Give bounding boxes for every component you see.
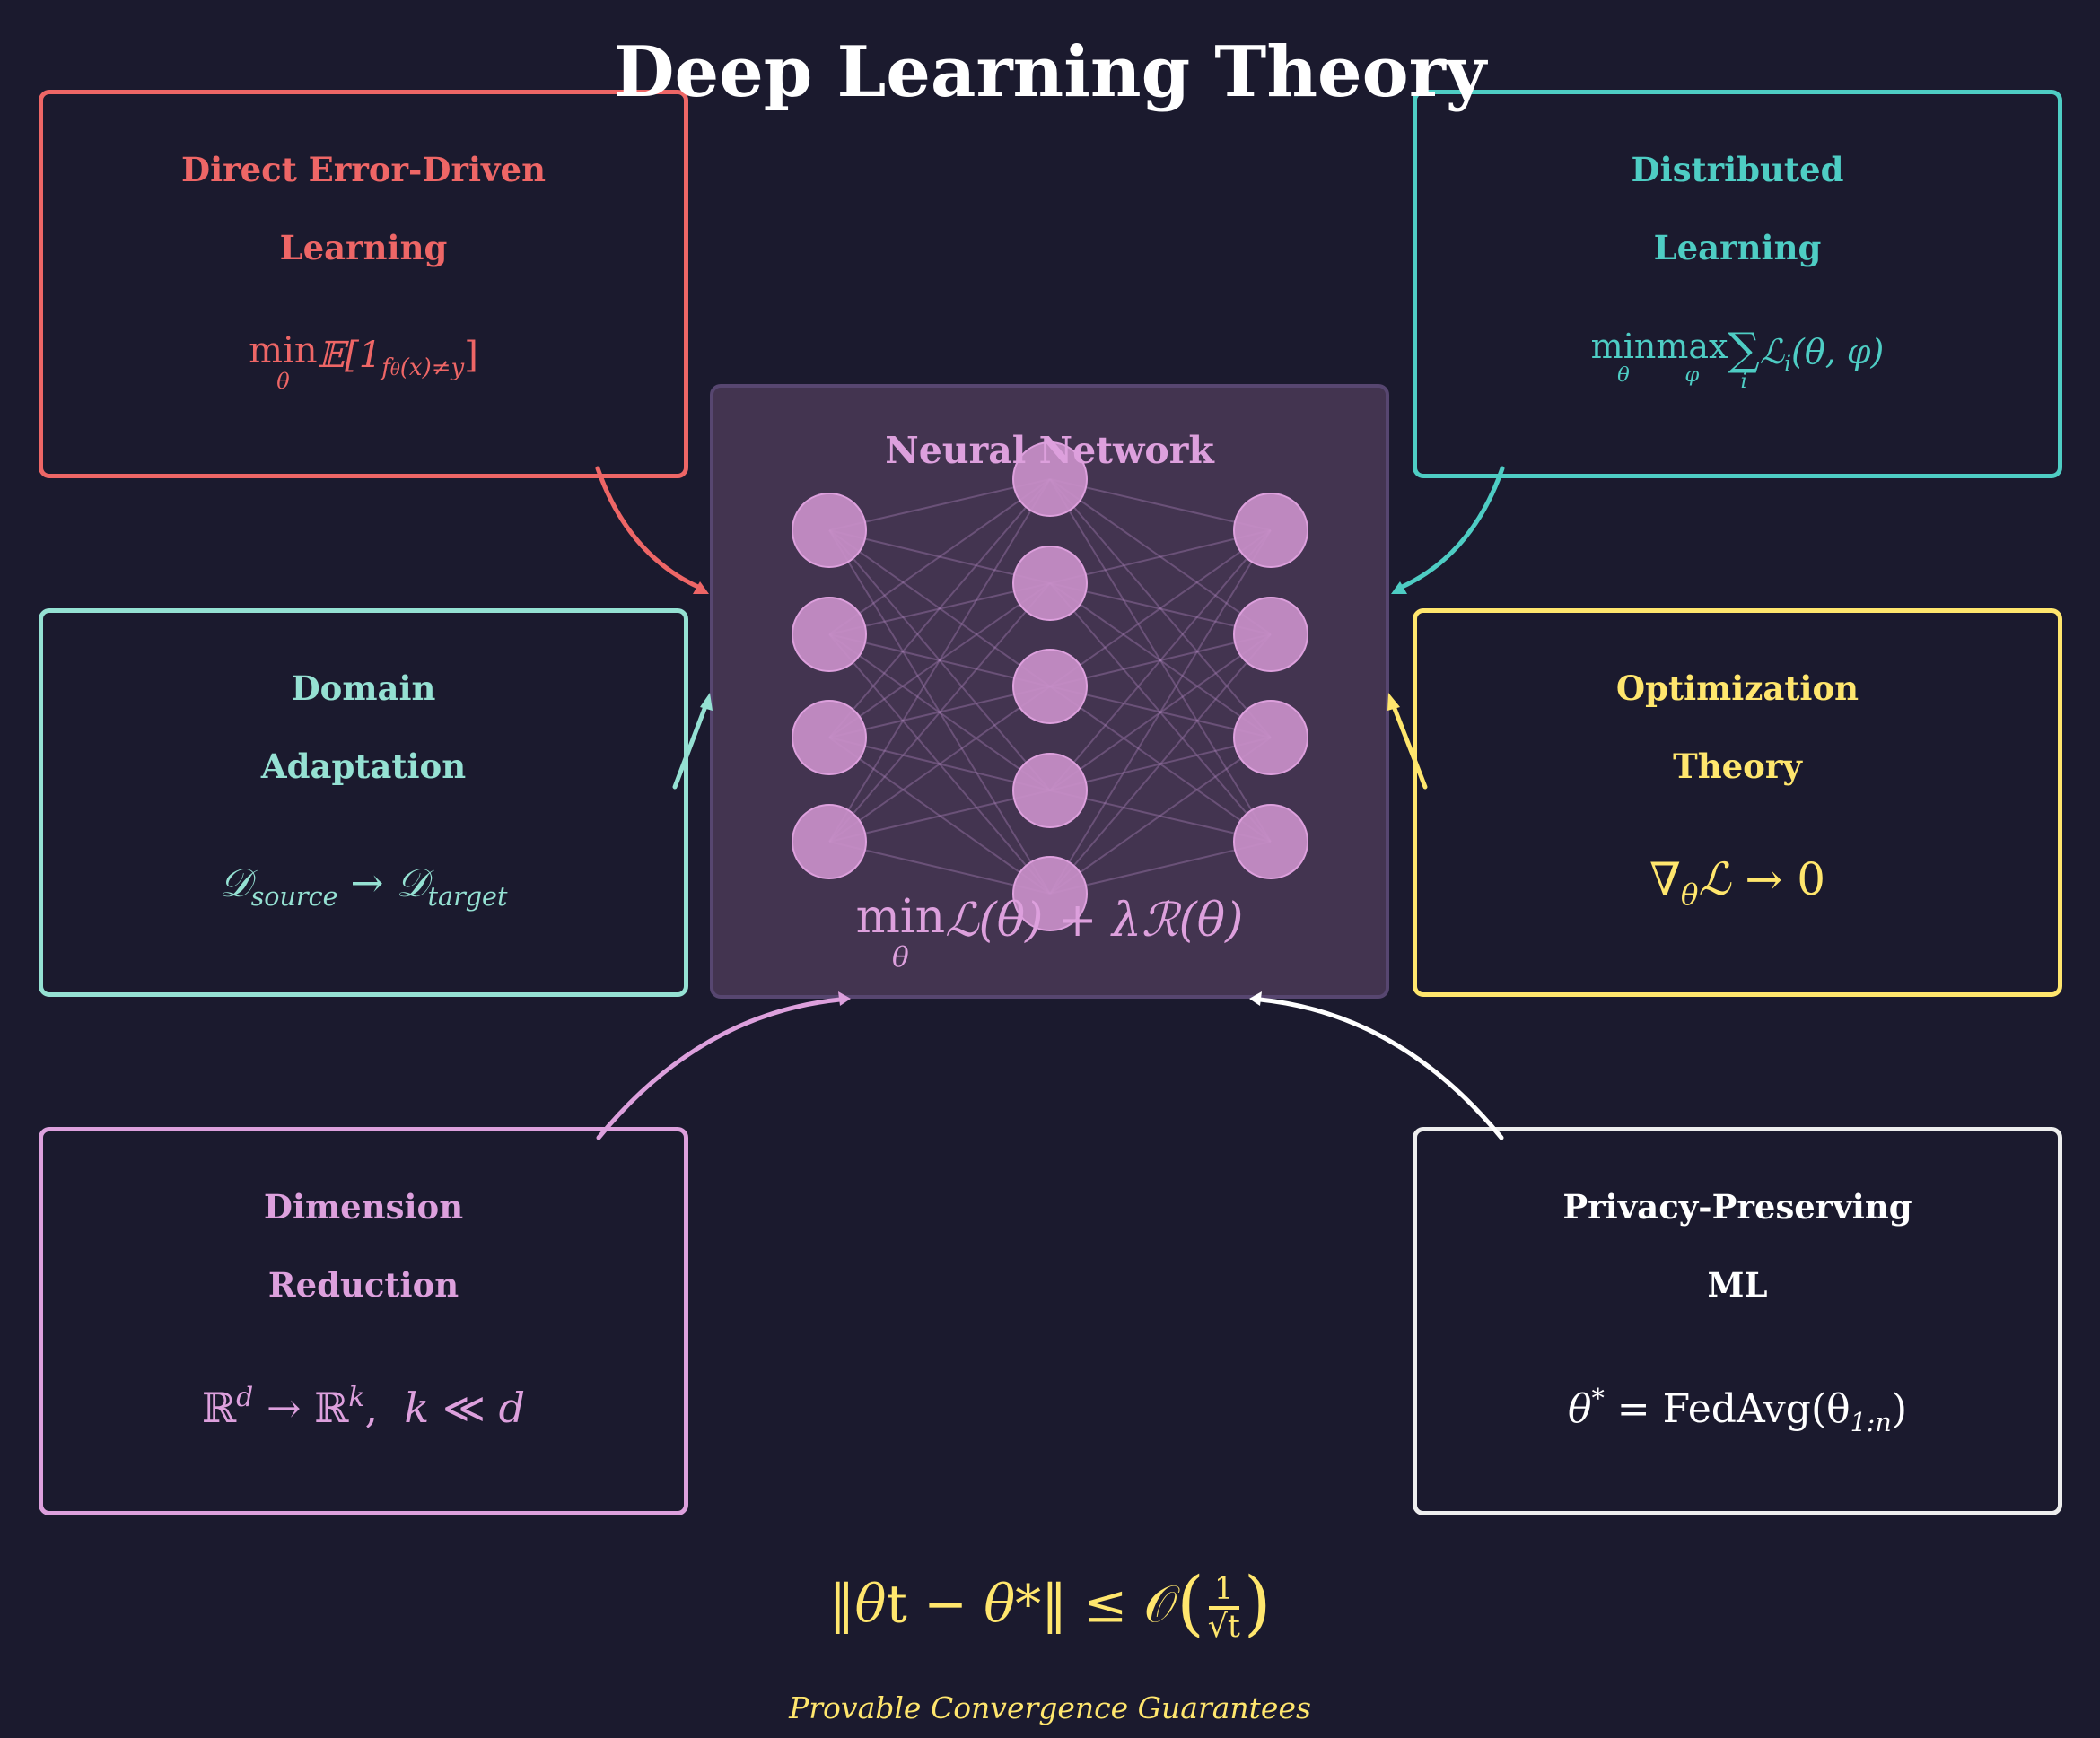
connection-line bbox=[1049, 478, 1272, 843]
connection-line bbox=[828, 633, 1051, 687]
box-heading: Distributed bbox=[1631, 150, 1844, 189]
connection-line bbox=[828, 686, 1051, 843]
convergence-caption: Provable Convergence Guarantees bbox=[789, 1690, 1311, 1725]
connection-line bbox=[828, 529, 1051, 687]
box-dimension-reduction: Dimension Reduction ℝd → ℝk, k ≪ d bbox=[39, 1127, 688, 1515]
box-formula: θ* = FedAvg(θ1:n) bbox=[1567, 1383, 1908, 1438]
connection-line bbox=[828, 790, 1051, 843]
page-title: Deep Learning Theory bbox=[613, 31, 1487, 113]
network-connections bbox=[828, 478, 1272, 895]
neuron-node bbox=[792, 700, 867, 775]
connection-line bbox=[828, 529, 1051, 895]
connection-line bbox=[1049, 478, 1272, 738]
box-heading: Domain bbox=[291, 668, 436, 708]
neuron-node bbox=[792, 804, 867, 879]
neuron-node bbox=[1012, 546, 1088, 621]
connection-line bbox=[1049, 633, 1272, 791]
connection-line bbox=[1049, 790, 1272, 843]
box-formula: ℝd → ℝk, k ≪ d bbox=[201, 1382, 526, 1432]
box-heading: Direct Error-Driven bbox=[181, 150, 546, 189]
box-formula: ∇θℒ → 0 bbox=[1649, 853, 1826, 913]
connection-line bbox=[828, 686, 1051, 738]
connection-line bbox=[828, 582, 1051, 843]
connection-line bbox=[828, 633, 1051, 791]
connection-line bbox=[1049, 633, 1272, 895]
connection-line bbox=[1049, 686, 1272, 738]
box-heading: Reduction bbox=[267, 1265, 459, 1305]
box-heading: Dimension bbox=[263, 1187, 464, 1227]
connection-line bbox=[1049, 582, 1272, 635]
neuron-node bbox=[1233, 597, 1308, 672]
neuron-node bbox=[1233, 700, 1308, 775]
box-domain-adaptation: Domain Adaptation 𝒟source → 𝒟target bbox=[39, 608, 688, 997]
connection-line bbox=[1049, 529, 1272, 584]
neuron-node bbox=[1012, 856, 1088, 931]
box-heading: Privacy-Preserving bbox=[1562, 1187, 1912, 1227]
connection-line bbox=[828, 478, 1051, 531]
neuron-node bbox=[1233, 493, 1308, 568]
connection-line bbox=[1049, 529, 1272, 895]
convergence-formula: ‖θt − θ*‖ ≤ 𝒪(1√t) bbox=[828, 1562, 1272, 1646]
neuron-node bbox=[1012, 753, 1088, 828]
network-neurons bbox=[792, 441, 1308, 931]
connection-line bbox=[1049, 841, 1272, 895]
connection-line bbox=[828, 841, 1051, 895]
connection-line bbox=[1049, 529, 1272, 791]
connection-line bbox=[828, 478, 1051, 635]
connection-line bbox=[828, 478, 1051, 843]
connection-line bbox=[828, 478, 1051, 738]
connection-line bbox=[828, 529, 1051, 791]
neuron-node bbox=[1233, 804, 1308, 879]
connection-line bbox=[1049, 633, 1272, 687]
box-optimization-theory: Optimization Theory ∇θℒ → 0 bbox=[1413, 608, 2062, 997]
box-privacy-preserving-ml: Privacy-Preserving ML θ* = FedAvg(θ1:n) bbox=[1413, 1127, 2062, 1515]
connection-line bbox=[828, 582, 1051, 738]
box-heading: Adaptation bbox=[260, 747, 467, 786]
box-heading: ML bbox=[1707, 1265, 1768, 1305]
connection-line bbox=[828, 737, 1051, 895]
connection-line bbox=[1049, 686, 1272, 843]
connection-line bbox=[828, 737, 1051, 791]
connection-line bbox=[1049, 478, 1272, 531]
neuron-node bbox=[792, 493, 867, 568]
neuron-node bbox=[1012, 441, 1088, 517]
box-heading: Optimization bbox=[1615, 668, 1859, 708]
neural-network-label: Neural Network bbox=[885, 429, 1214, 472]
connection-line bbox=[1049, 737, 1272, 791]
connection-line bbox=[828, 633, 1051, 895]
connection-line bbox=[828, 529, 1051, 584]
box-formula: 𝒟source → 𝒟target bbox=[219, 860, 508, 913]
box-heading: Learning bbox=[1653, 228, 1822, 267]
connection-line bbox=[1049, 737, 1272, 895]
box-heading: Theory bbox=[1673, 747, 1802, 786]
connection-line bbox=[1049, 582, 1272, 738]
connection-line bbox=[828, 582, 1051, 635]
neuron-node bbox=[1012, 649, 1088, 724]
box-heading: Learning bbox=[279, 228, 448, 267]
connection-line bbox=[1049, 478, 1272, 635]
connection-line bbox=[1049, 529, 1272, 687]
neuron-node bbox=[792, 597, 867, 672]
connection-line bbox=[1049, 582, 1272, 843]
